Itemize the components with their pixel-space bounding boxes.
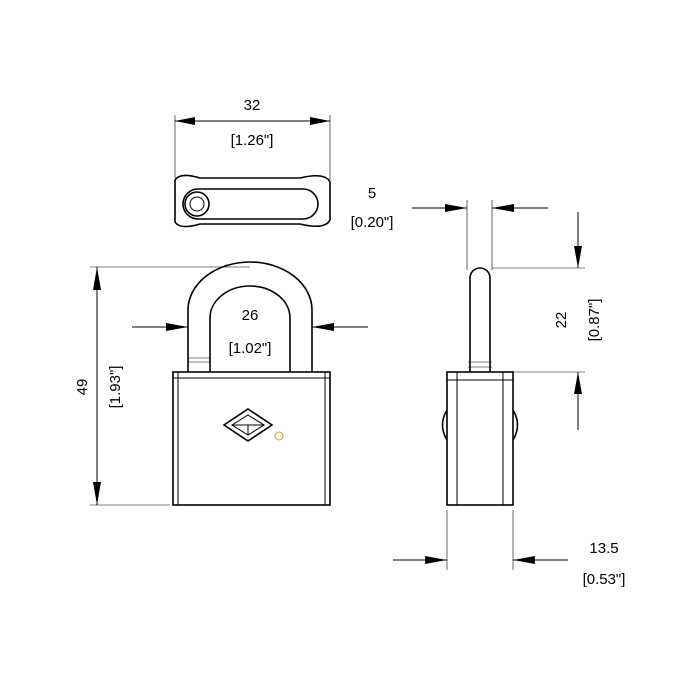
top-view-body-outline <box>174 174 331 228</box>
shackle-thickness-value: 5 <box>368 185 376 202</box>
arrowhead <box>445 204 467 212</box>
arrowhead <box>492 204 514 212</box>
arrowhead <box>310 117 330 125</box>
shackle-clearance-imperial: [0.87"] <box>586 299 603 342</box>
body-thickness-value: 13.5 <box>589 540 618 557</box>
shackle-thickness-imperial: [0.20"] <box>351 214 394 231</box>
side-shackle <box>469 267 491 372</box>
side-bump-left <box>441 409 448 441</box>
top-width-value: 32 <box>244 97 261 114</box>
top-width-imperial: [1.26"] <box>231 132 274 149</box>
front-view: 49 [1.93"] 26 [1.02"] <box>74 261 368 506</box>
overall-height-value: 49 <box>74 379 91 396</box>
shackle-clearance-value: 22 <box>553 312 570 329</box>
cube-diamond-icon <box>222 408 274 442</box>
registered-icon <box>274 431 284 441</box>
arrowhead <box>166 323 188 331</box>
body-thickness-imperial: [0.53"] <box>583 571 626 588</box>
side-bump-right <box>512 409 519 441</box>
top-view: 32 [1.26"] <box>174 97 331 228</box>
arrowhead <box>93 267 101 290</box>
front-shackle-inner <box>209 285 291 372</box>
arrowhead <box>425 556 447 564</box>
overall-height-imperial: [1.93"] <box>107 366 124 409</box>
front-body <box>172 371 331 506</box>
arrowhead <box>574 372 582 394</box>
inner-width-imperial: [1.02"] <box>229 340 272 357</box>
arrowhead <box>175 117 195 125</box>
top-view-shackle-slot <box>182 188 319 220</box>
arrowhead <box>312 323 334 331</box>
arrowhead <box>574 246 582 268</box>
front-shackle-outer <box>187 261 313 372</box>
top-view-shackle-end-inner <box>189 196 205 212</box>
arrowhead <box>93 482 101 505</box>
top-view-shackle-end <box>184 191 210 217</box>
arrowhead <box>513 556 535 564</box>
side-view: 5 [0.20"] 22 [0.87"] 13.5 [0.53"] <box>351 185 626 588</box>
inner-width-value: 26 <box>242 307 259 324</box>
